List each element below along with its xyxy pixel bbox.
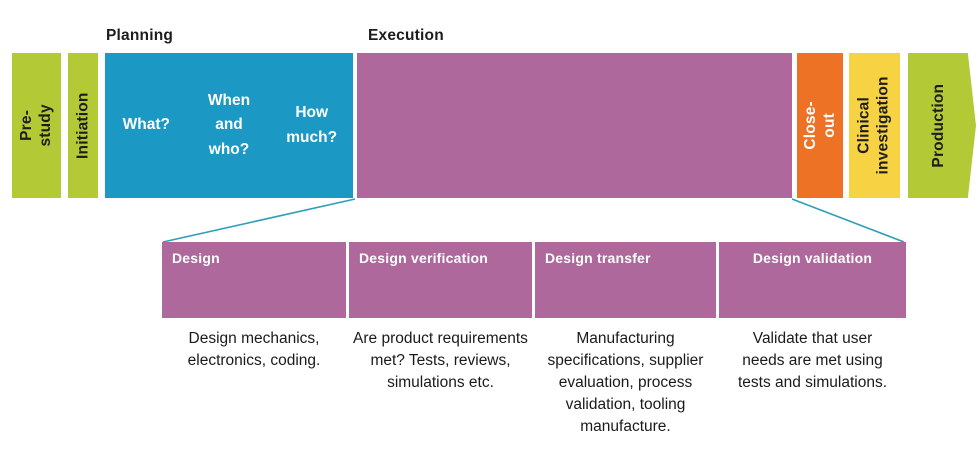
planning-question-what: What? — [122, 116, 171, 134]
connector-line-left — [162, 198, 356, 243]
sub-box-title: Design — [172, 250, 220, 266]
phase-production-arrow: Production — [908, 53, 976, 198]
planning-question-when-who: When and who? — [207, 92, 251, 158]
execution-sub-box-design: Design — [162, 242, 346, 318]
planning-question-how-much: How much? — [286, 104, 338, 146]
phase-planning: What? When and who? How much? — [105, 53, 353, 198]
clinical-investigation-label: Clinical investigation — [856, 76, 893, 175]
sub-box-title: Design transfer — [545, 250, 651, 266]
phase-pre-study: Pre-study — [12, 53, 61, 198]
connector-line-right — [791, 198, 905, 243]
sub-box-description-design-verification: Are product requirements met? Tests, rev… — [353, 330, 528, 391]
execution-sub-box-design-validation: Design validation — [719, 242, 906, 318]
sub-box-description-design-transfer: Manufacturing specifications, supplier e… — [547, 330, 704, 435]
phase-initiation: Initiation — [68, 53, 98, 198]
execution-stage-label: Execution — [368, 27, 444, 44]
sub-box-description-design: Design mechanics, electronics, coding. — [187, 330, 321, 369]
planning-stage-label: Planning — [106, 27, 174, 44]
execution-sub-box-design-verification: Design verification — [349, 242, 532, 318]
initiation-label: Initiation — [74, 92, 92, 159]
phase-close-out: Close-out — [797, 53, 843, 198]
close-out-label: Close-out — [801, 101, 839, 150]
phase-clinical-investigation: Clinical investigation — [849, 53, 900, 198]
execution-sub-box-design-transfer: Design transfer — [535, 242, 716, 318]
phase-execution — [357, 53, 792, 198]
sub-box-description-design-validation: Validate that user needs are met using t… — [737, 330, 888, 391]
production-label: Production — [930, 83, 948, 168]
pre-study-label: Pre-study — [18, 104, 55, 147]
sub-box-title: Design validation — [752, 250, 873, 266]
sub-box-title: Design verification — [359, 250, 489, 266]
